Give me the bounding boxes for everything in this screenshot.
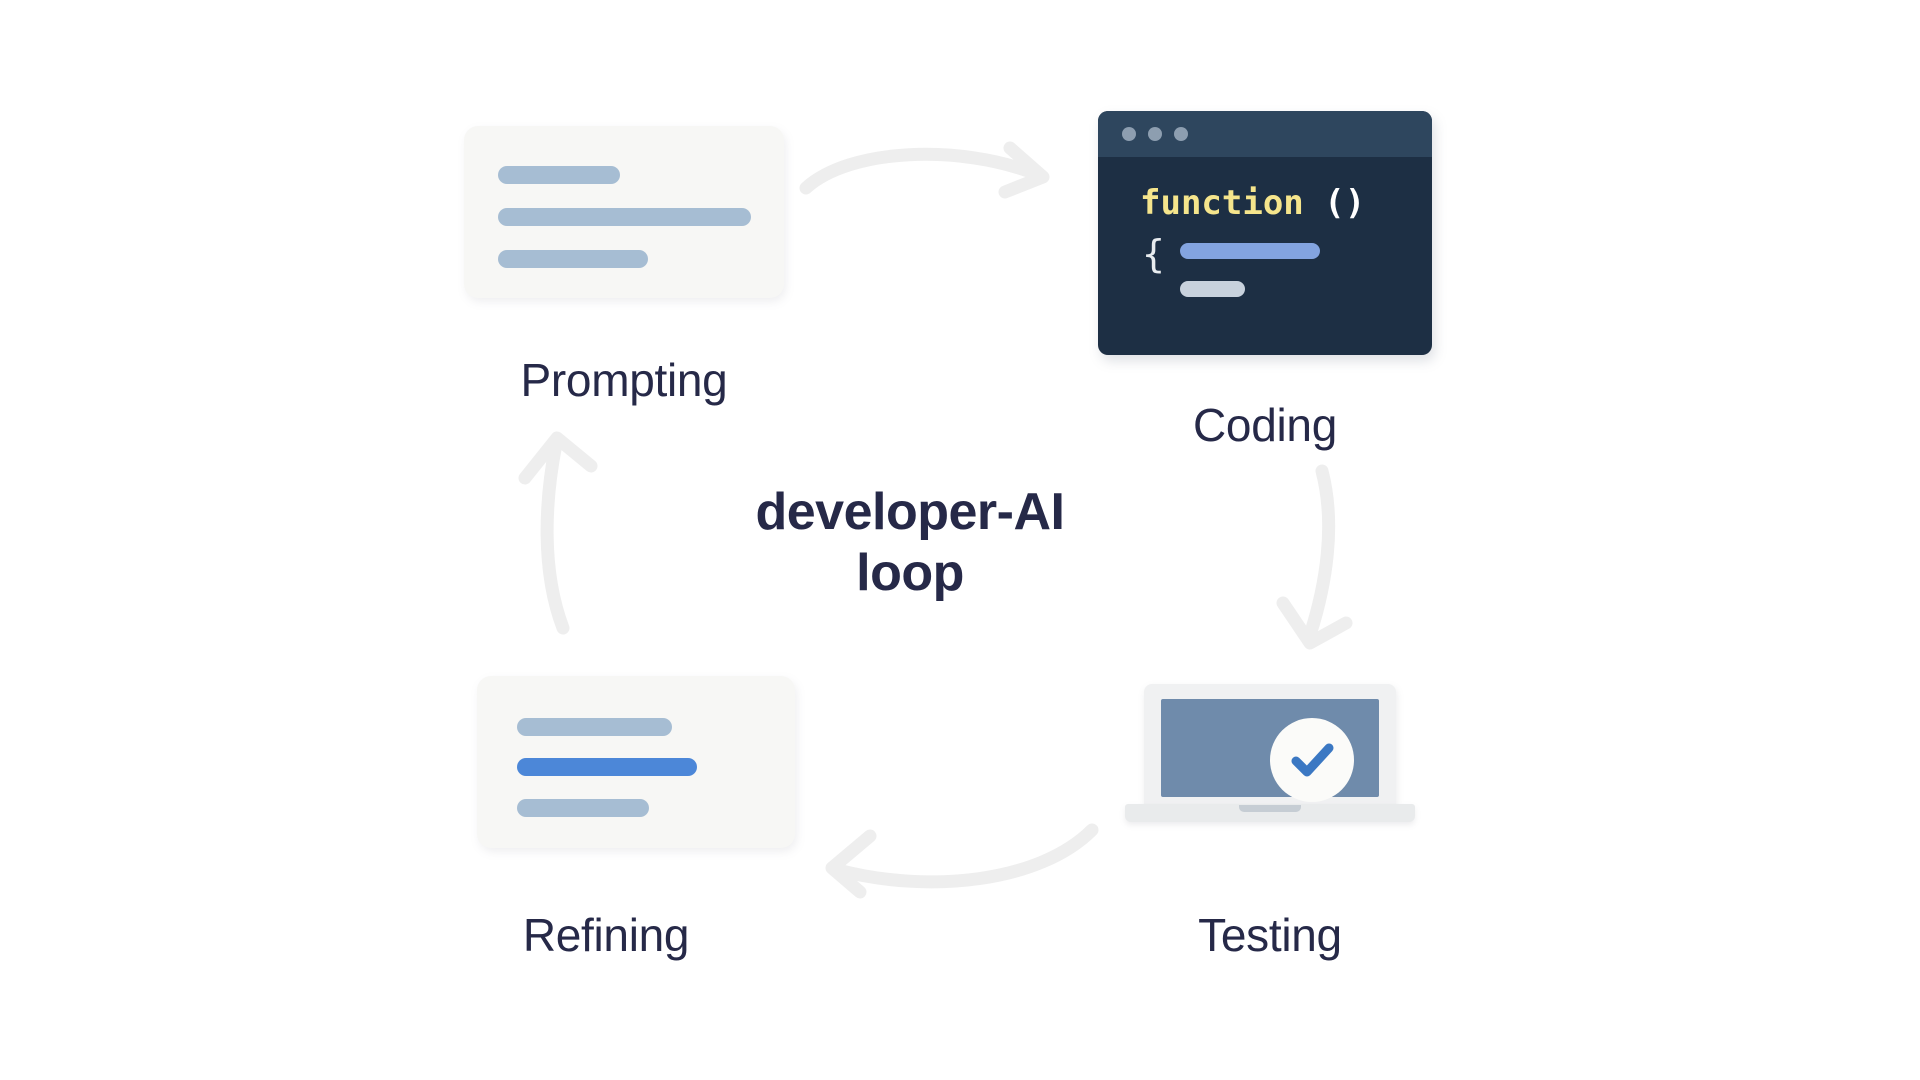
arrow-coding-to-testing bbox=[1276, 464, 1353, 650]
code-bar-2 bbox=[1180, 281, 1245, 297]
testing-laptop-icon bbox=[1125, 684, 1415, 824]
code-window-titlebar bbox=[1098, 111, 1432, 157]
code-keyword-line: function () bbox=[1140, 183, 1365, 223]
diagram-center-title: developer-AI loop bbox=[660, 482, 1160, 604]
arrow-testing-to-refining bbox=[825, 823, 1099, 899]
window-dot-icon-1 bbox=[1122, 127, 1136, 141]
code-parens: () bbox=[1324, 183, 1366, 223]
center-title-line-1: developer-AI bbox=[755, 483, 1065, 541]
refining-text-bar-3 bbox=[517, 799, 649, 817]
coding-code-window: function () { bbox=[1098, 111, 1432, 355]
laptop-base bbox=[1125, 804, 1415, 822]
prompting-document-card bbox=[464, 126, 784, 298]
arrow-prompting-to-coding bbox=[799, 141, 1050, 199]
refining-label: Refining bbox=[522, 909, 690, 961]
refining-text-bar-1 bbox=[517, 718, 672, 736]
refining-document-card bbox=[477, 676, 795, 848]
window-dot-icon-2 bbox=[1148, 127, 1162, 141]
coding-label: Coding bbox=[1193, 399, 1337, 451]
code-brace: { bbox=[1142, 232, 1165, 276]
testing-label: Testing bbox=[1198, 909, 1342, 961]
checkmark-icon bbox=[1291, 743, 1334, 777]
code-bar-1 bbox=[1180, 243, 1320, 259]
arrow-refining-to-prompting bbox=[518, 431, 598, 635]
refining-text-bar-2-highlighted bbox=[517, 758, 697, 776]
code-keyword: function bbox=[1140, 183, 1304, 223]
code-window-body: function () { bbox=[1098, 157, 1432, 355]
laptop-notch bbox=[1239, 805, 1301, 812]
prompting-text-bar-1 bbox=[498, 166, 620, 184]
prompting-text-bar-2 bbox=[498, 208, 751, 226]
center-title-line-2: loop bbox=[856, 543, 964, 602]
window-dot-icon-3 bbox=[1174, 127, 1188, 141]
prompting-text-bar-3 bbox=[498, 250, 648, 268]
prompting-label: Prompting bbox=[520, 354, 728, 406]
